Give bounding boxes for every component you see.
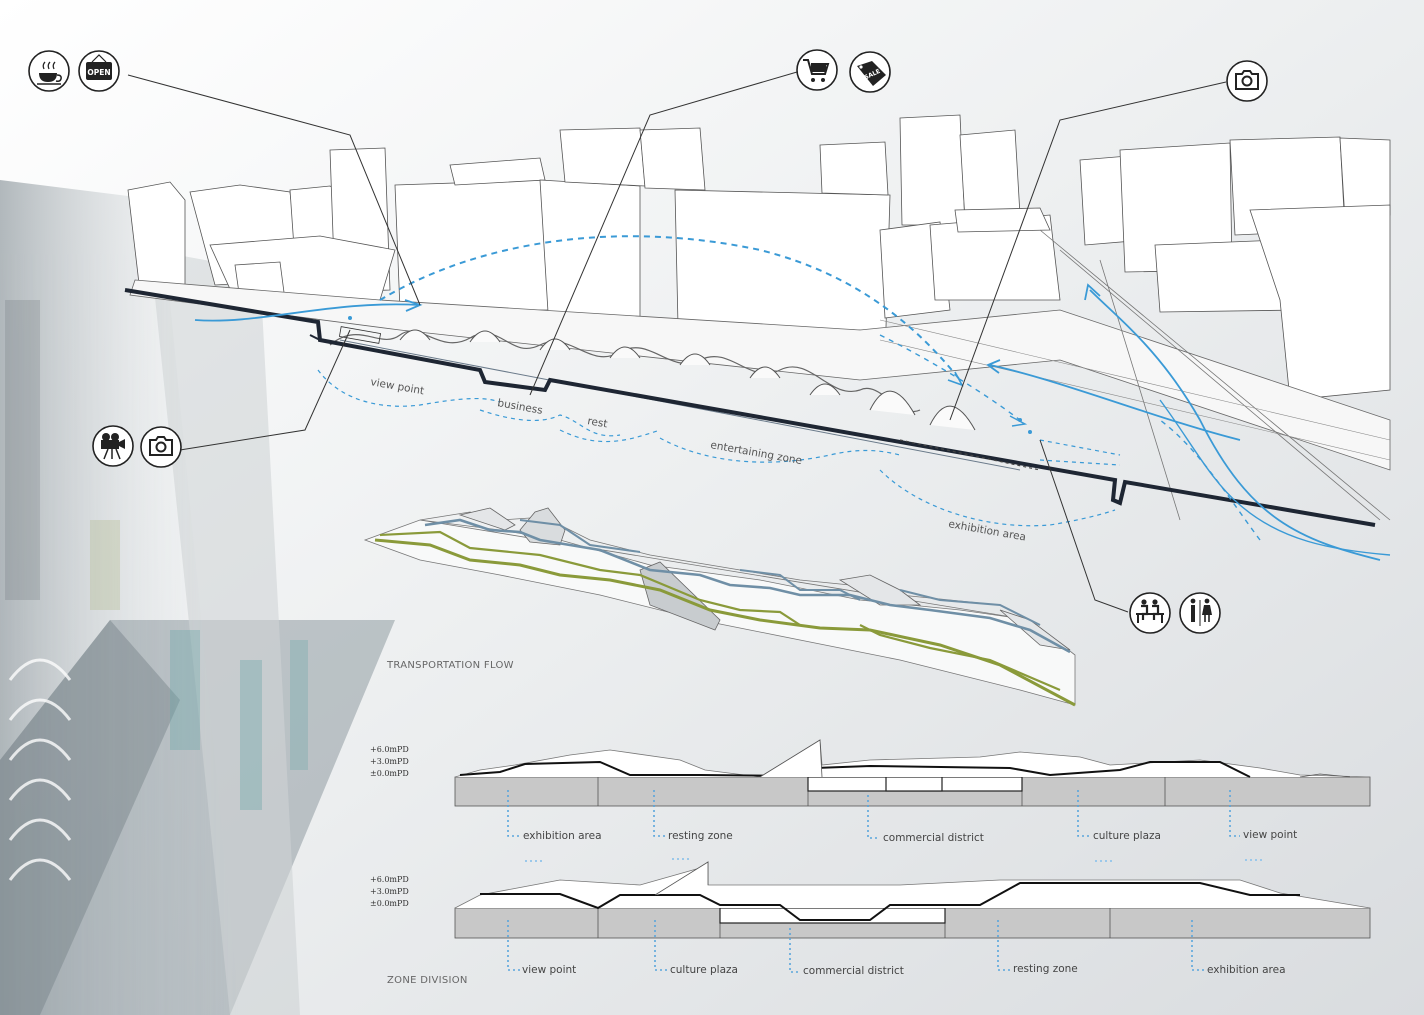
section-2: +6.0mPD +3.0mPD ±0.0mPD view point cultu… xyxy=(370,861,1371,977)
level-label: +3.0mPD xyxy=(370,887,409,896)
level-label: ±0.0mPD xyxy=(370,899,409,908)
transportation-flow-diagram xyxy=(363,507,1076,707)
level-label: +6.0mPD xyxy=(370,745,409,754)
section-2-label: culture plaza xyxy=(670,964,738,976)
video-camera-icon xyxy=(92,425,134,467)
section-2-label: resting zone xyxy=(1013,963,1078,975)
shopping-cart-icon xyxy=(796,49,838,91)
section-1-label: resting zone xyxy=(668,830,733,842)
section-1-label: culture plaza xyxy=(1093,830,1161,842)
section-1-label: exhibition area xyxy=(523,830,602,842)
leader-lines xyxy=(127,71,1227,613)
zone-division-title: ZONE DIVISION xyxy=(387,975,468,986)
ground-line xyxy=(124,288,1376,527)
level-label: +3.0mPD xyxy=(370,757,409,766)
section-2-label: commercial district xyxy=(803,965,904,977)
section-1-label: commercial district xyxy=(883,832,984,844)
restroom-icon xyxy=(1179,592,1221,634)
section-1-label: view point xyxy=(1243,829,1297,841)
section-2-label: view point xyxy=(522,964,576,976)
open-sign-text: OPEN xyxy=(87,68,110,77)
open-sign-icon: OPEN xyxy=(78,50,120,92)
background-render xyxy=(0,180,395,1015)
circulation-flows xyxy=(194,235,1391,561)
level-label: +6.0mPD xyxy=(370,875,409,884)
level-label: ±0.0mPD xyxy=(370,769,409,778)
bench-icon xyxy=(1129,592,1171,634)
camera-icon xyxy=(140,426,182,468)
coffee-cup-icon xyxy=(28,50,70,92)
label-rest: rest xyxy=(586,415,608,430)
aerial-model xyxy=(124,114,1391,527)
section-1: +6.0mPD +3.0mPD ±0.0mPD exhibition area … xyxy=(370,739,1371,862)
section-2-label: exhibition area xyxy=(1207,964,1286,976)
sale-tag-icon: SALE xyxy=(849,51,891,93)
camera-icon xyxy=(1226,60,1268,102)
transportation-flow-title: TRANSPORTATION FLOW xyxy=(386,660,514,671)
